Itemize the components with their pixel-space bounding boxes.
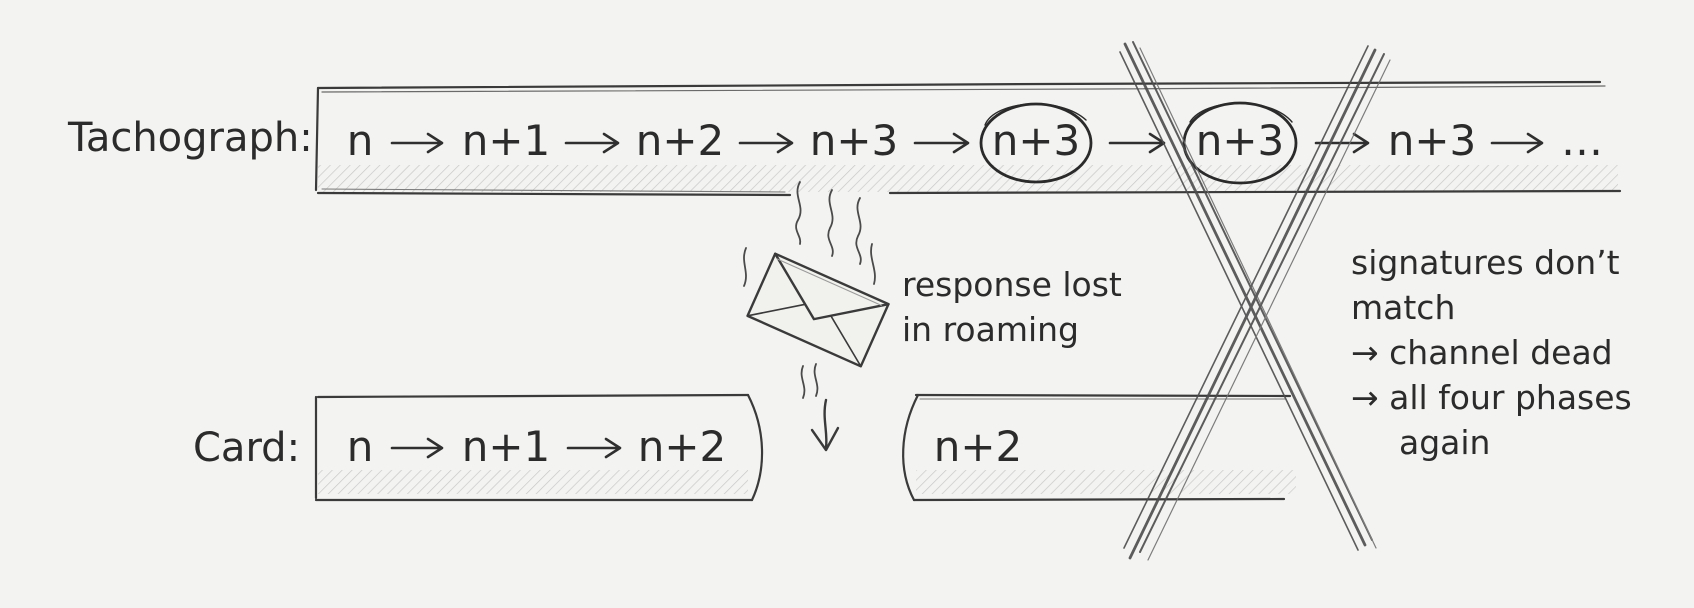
tachograph-arrows bbox=[390, 132, 1544, 154]
tachograph-step: … bbox=[1561, 116, 1603, 165]
tachograph-step: n+3 bbox=[809, 116, 899, 165]
card-step: n bbox=[346, 422, 374, 471]
note-line: signatures don’t bbox=[1351, 243, 1620, 282]
card-arrows bbox=[390, 437, 622, 459]
mismatch-note: signatures don’t match → channel dead → … bbox=[1351, 240, 1632, 465]
arrow-icon bbox=[1490, 132, 1544, 154]
envelope-icon bbox=[746, 252, 890, 368]
note-line: → channel dead bbox=[1351, 333, 1613, 372]
arrow-icon bbox=[1108, 132, 1166, 154]
note-line: match bbox=[1351, 288, 1456, 327]
retry-circles bbox=[979, 101, 1298, 185]
tachograph-bar bbox=[314, 80, 1622, 197]
tachograph-label: Tachograph: bbox=[68, 115, 313, 161]
arrow-icon bbox=[390, 132, 444, 154]
arrow-icon bbox=[564, 132, 620, 154]
tachograph-step-circled: n+3 bbox=[991, 116, 1081, 165]
motion-lines bbox=[743, 181, 876, 287]
tachograph-step: n+1 bbox=[461, 116, 551, 165]
note-line: again bbox=[1399, 423, 1491, 462]
note-line: in roaming bbox=[902, 310, 1080, 349]
card-step-resumed: n+2 bbox=[933, 422, 1023, 471]
fall-motion bbox=[800, 363, 819, 399]
lost-response-note: response lost in roaming bbox=[902, 262, 1122, 352]
tachograph-step: n+3 bbox=[1387, 116, 1477, 165]
arrow-icon bbox=[913, 132, 970, 154]
tachograph-bar-shading bbox=[318, 165, 1618, 192]
card-label: Card: bbox=[193, 425, 301, 471]
tachograph-step: n bbox=[346, 116, 374, 165]
arrow-down-icon bbox=[810, 398, 840, 452]
arrow-icon bbox=[390, 437, 444, 459]
x-cross-icon bbox=[1119, 41, 1391, 561]
card-bar-left bbox=[314, 393, 764, 502]
card-bar-right bbox=[902, 393, 1296, 502]
arrow-icon bbox=[566, 437, 622, 459]
arrow-icon bbox=[738, 132, 794, 154]
circle-mark-icon bbox=[979, 102, 1093, 184]
card-step: n+2 bbox=[637, 422, 727, 471]
note-line: response lost bbox=[902, 265, 1122, 304]
tachograph-step: n+2 bbox=[635, 116, 725, 165]
note-line: → all four phases bbox=[1351, 378, 1632, 417]
tachograph-step-circled: n+3 bbox=[1195, 116, 1285, 165]
card-step: n+1 bbox=[461, 422, 551, 471]
circle-mark-icon bbox=[1182, 101, 1298, 185]
